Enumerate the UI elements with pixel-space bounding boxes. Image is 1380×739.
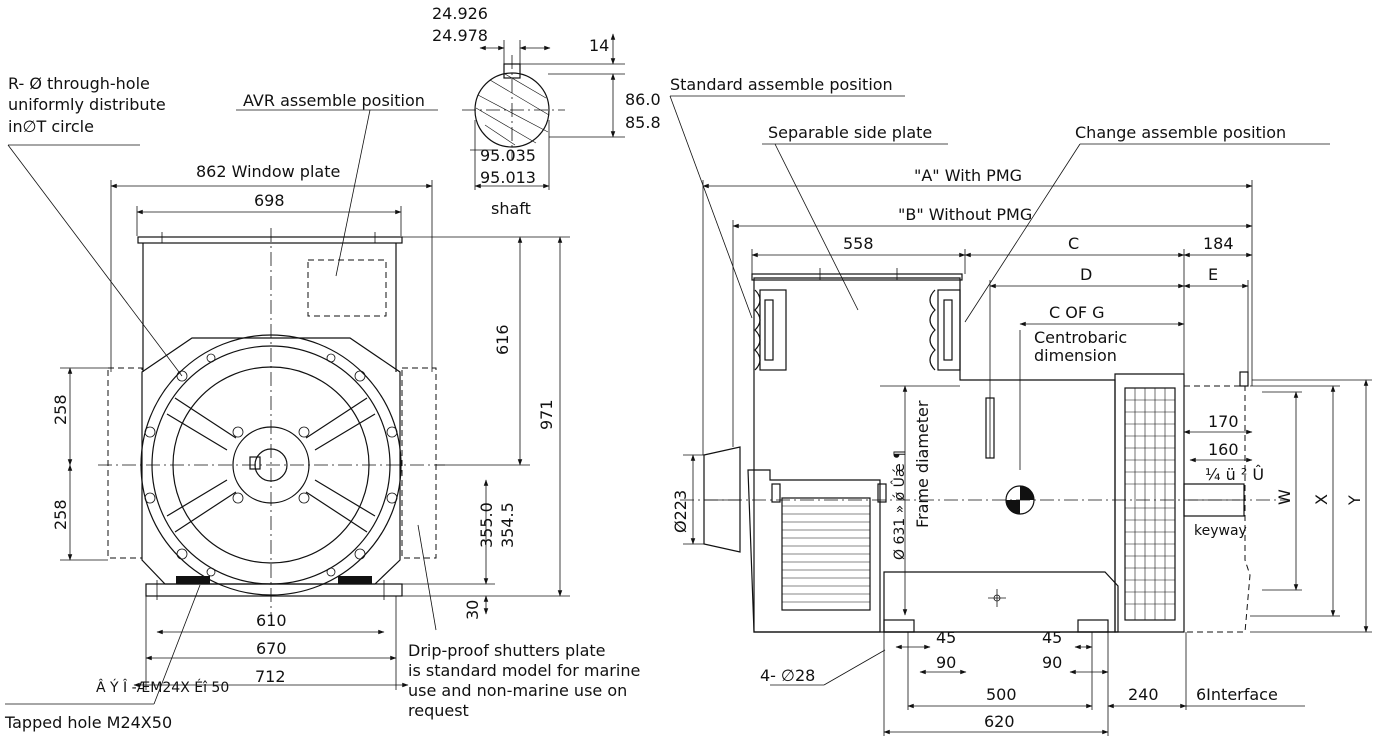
shaft-dim-2: 24.978 bbox=[432, 26, 488, 45]
frame-diameter-garbled: Ø 631 » ǿ Ûǽ ¶ bbox=[890, 450, 908, 560]
dim-258-top: 258 bbox=[51, 394, 70, 425]
shaft-d2: 95.013 bbox=[480, 168, 536, 187]
shaft-section-view bbox=[462, 33, 625, 190]
dim-W: W bbox=[1275, 489, 1294, 505]
avr-label: AVR assemble position bbox=[243, 91, 425, 110]
dim-160: 160 bbox=[1208, 440, 1239, 459]
shaft-d1: 95.035 bbox=[480, 146, 536, 165]
keyway-garbled: ¼ ü ² Û bbox=[1205, 465, 1264, 484]
shaft-dim-1: 24.926 bbox=[432, 4, 488, 23]
centrobaric-line1: Centrobaric bbox=[1034, 328, 1127, 347]
dim-558: 558 bbox=[843, 234, 874, 253]
dim-258-bottom: 258 bbox=[51, 499, 70, 530]
dim-90-right: 90 bbox=[1042, 653, 1062, 672]
centrobaric-line2: dimension bbox=[1034, 346, 1117, 365]
dim-670: 670 bbox=[256, 639, 287, 658]
dim-E: E bbox=[1208, 265, 1218, 284]
shaft-label: shaft bbox=[491, 199, 531, 218]
dim-D: D bbox=[1080, 265, 1092, 284]
dim-45-right: 45 bbox=[1042, 628, 1062, 647]
side-view bbox=[669, 95, 1372, 736]
mounting-holes-label: 4- ∅28 bbox=[760, 666, 815, 685]
dim-610: 610 bbox=[256, 611, 287, 630]
dim-620: 620 bbox=[984, 712, 1015, 731]
dim-X: X bbox=[1312, 494, 1331, 505]
hole-note-line3: in∅T circle bbox=[8, 117, 94, 136]
drip-proof-line1: Drip-proof shutters plate bbox=[408, 641, 605, 660]
dim-698: 698 bbox=[254, 191, 285, 210]
dim-30: 30 bbox=[463, 600, 482, 620]
dim-170: 170 bbox=[1208, 412, 1239, 431]
dim-diameter-223: Ø223 bbox=[671, 490, 690, 533]
tapped-hole-label: Tapped hole M24X50 bbox=[4, 713, 172, 732]
garbled-hole-label: Â Ý Î -ÆM24X Éî 50 bbox=[96, 678, 229, 696]
shaft-key-dim: 14 bbox=[589, 36, 609, 55]
hole-note-line2: uniformly distribute bbox=[8, 95, 166, 114]
dim-616: 616 bbox=[493, 324, 512, 355]
dim-45-left: 45 bbox=[936, 628, 956, 647]
c-of-g-label: C OF G bbox=[1049, 303, 1105, 322]
interface-label: 6Interface bbox=[1196, 685, 1278, 704]
dim-355-0: 355.0 bbox=[477, 502, 496, 548]
dim-354-5: 354.5 bbox=[498, 502, 517, 548]
dim-240: 240 bbox=[1128, 685, 1159, 704]
dim-Y: Y bbox=[1345, 495, 1364, 506]
change-position-label: Change assemble position bbox=[1075, 123, 1286, 142]
hole-note-line1: R- Ø through-hole bbox=[8, 74, 150, 93]
dim-500: 500 bbox=[986, 685, 1017, 704]
drip-proof-line4: request bbox=[408, 701, 469, 720]
dim-712: 712 bbox=[255, 667, 286, 686]
shaft-h2: 85.8 bbox=[625, 113, 661, 132]
separable-plate-label: Separable side plate bbox=[768, 123, 932, 142]
drip-proof-line3: use and non-marine use on bbox=[408, 681, 627, 700]
frame-diameter-label: Frame diameter bbox=[913, 400, 932, 528]
drip-proof-line2: is standard model for marine bbox=[408, 661, 640, 680]
dim-90-left: 90 bbox=[936, 653, 956, 672]
dim-184: 184 bbox=[1203, 234, 1234, 253]
dim-971: 971 bbox=[537, 399, 556, 430]
shaft-h1: 86.0 bbox=[625, 90, 661, 109]
window-plate-label: 862 Window plate bbox=[196, 162, 340, 181]
front-view bbox=[5, 109, 570, 705]
dim-C: C bbox=[1068, 234, 1079, 253]
keyway-label: keyway bbox=[1194, 523, 1247, 539]
dim-B: "B" Without PMG bbox=[898, 205, 1032, 224]
standard-position-label: Standard assemble position bbox=[670, 75, 893, 94]
dim-A: "A" With PMG bbox=[914, 166, 1022, 185]
